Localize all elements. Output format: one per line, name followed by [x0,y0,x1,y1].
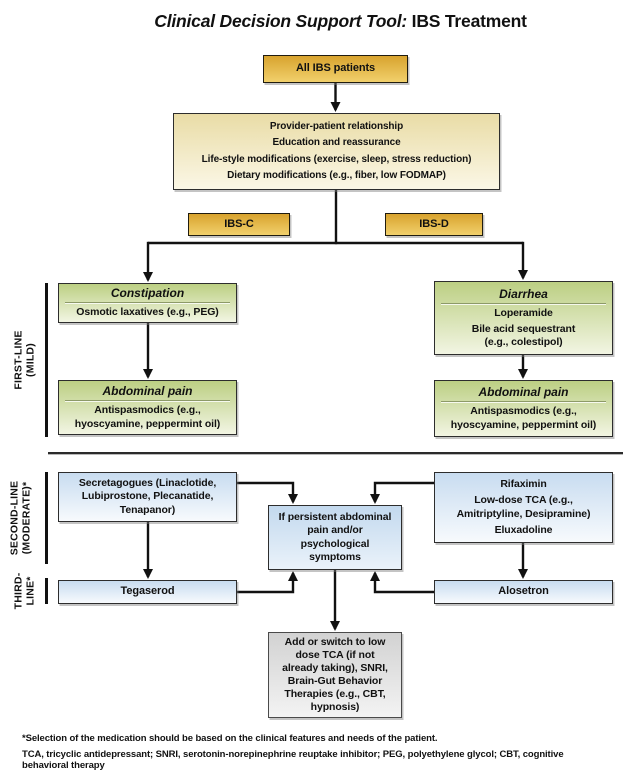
bracket-first-line-bar [45,283,48,437]
title-subject: IBS Treatment [407,11,527,31]
node-ibs-d: IBS-D [385,213,483,236]
node-tegaserod: Tegaserod [58,580,237,604]
node-secretagogues: Secretagogues (Linaclotide, Lubiprostone… [58,472,237,522]
abdominal-pain-ibsc-item: Antispasmodics (e.g., hyoscyamine, peppe… [74,404,221,430]
node-persistent-symptoms: If persistent abdominal pain and/or psyc… [268,505,402,570]
node-ibs-c: IBS-C [188,213,290,236]
constipation-item-1: Osmotic laxatives (e.g., PEG) [76,306,219,319]
node-persistent-symptoms-label: If persistent abdominal pain and/or psyc… [278,511,392,563]
node-alosetron-label: Alosetron [498,585,549,598]
rifaximin-item-3: Eluxadoline [494,523,553,536]
rifaximin-item-1: Rifaximin [500,478,547,491]
foundation-line-2: Education and reassurance [272,137,401,148]
node-ibs-d-label: IBS-D [419,217,449,230]
foundation-line-4: Dietary modifications (e.g., fiber, low … [227,170,446,181]
title-tool-name: Clinical Decision Support Tool: [154,11,407,31]
node-constipation: Constipation Osmotic laxatives (e.g., PE… [58,283,237,323]
bracket-third-line-label: THIRD- LINE* [12,572,36,610]
node-constipation-header: Constipation [65,286,230,304]
node-ibs-c-label: IBS-C [224,217,254,230]
node-escalation-therapy-label: Add or switch to low dose TCA (if not al… [282,635,388,714]
foundation-line-3: Life-style modifications (exercise, slee… [201,153,472,165]
diarrhea-item-2: Bile acid sequestrant (e.g., colestipol) [471,322,576,349]
bracket-second-line-bar [45,472,48,564]
bracket-third-line-bar [45,578,48,604]
page-title: Clinical Decision Support Tool: IBS Trea… [40,11,641,32]
foundation-line-1: Provider-patient relationship [269,120,404,132]
node-all-ibs-patients-label: All IBS patients [295,62,376,75]
node-tegaserod-label: Tegaserod [120,585,175,598]
node-abdominal-pain-ibsc: Abdominal pain Antispasmodics (e.g., hyo… [58,380,237,435]
bracket-first-line-label: FIRST-LINE (MILD) [12,330,36,390]
node-foundation-care: Provider-patient relationship Education … [173,113,500,190]
rifaximin-item-2: Low-dose TCA (e.g., Amitriptyline, Desip… [456,494,591,520]
severity-divider [48,452,623,454]
footnote-abbreviations: TCA, tricyclic antidepressant; SNRI, ser… [22,749,564,772]
node-rifaximin-group: Rifaximin Low-dose TCA (e.g., Amitriptyl… [434,472,613,543]
diarrhea-item-1: Loperamide [494,306,553,319]
node-diarrhea-header: Diarrhea [441,287,606,304]
node-abdominal-pain-ibsd: Abdominal pain Antispasmodics (e.g., hyo… [434,380,613,437]
node-escalation-therapy: Add or switch to low dose TCA (if not al… [268,632,402,718]
node-abdominal-pain-ibsc-header: Abdominal pain [65,384,230,402]
node-secretagogues-label: Secretagogues (Linaclotide, Lubiprostone… [78,477,217,516]
footnote-selection: *Selection of the medication should be b… [22,733,438,744]
node-alosetron: Alosetron [434,580,613,604]
node-diarrhea: Diarrhea Loperamide Bile acid sequestran… [434,281,613,355]
node-abdominal-pain-ibsd-header: Abdominal pain [441,385,606,403]
node-all-ibs-patients: All IBS patients [263,55,408,83]
abdominal-pain-ibsd-item: Antispasmodics (e.g., hyoscyamine, peppe… [450,405,597,431]
